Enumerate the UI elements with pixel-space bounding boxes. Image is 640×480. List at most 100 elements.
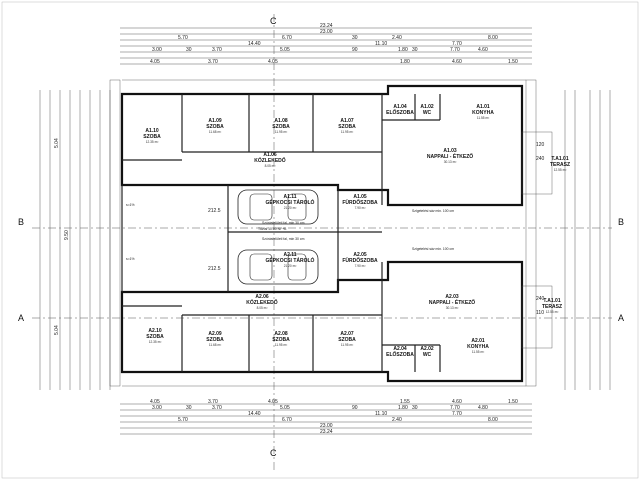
dim-bottom: 4.05 <box>150 399 160 405</box>
dim-bottom: 3.70 <box>208 399 218 405</box>
dim-top: 1.80 <box>398 47 408 53</box>
dim-bottom: 11.10 <box>375 411 387 417</box>
garage-depth-upper: 212.5 <box>208 208 221 214</box>
svg-text:21.20 m²: 21.20 m² <box>284 206 297 210</box>
svg-text:SZOBA: SZOBA <box>272 337 290 343</box>
svg-text:12.55 m²: 12.55 m² <box>554 168 567 172</box>
top-dimension-chains: 23.24 23.00 5.70 6.70 30 2.40 8.00 14.40… <box>120 23 532 65</box>
room-a1-05: A1.05 FÜRDŐSZOBA 7.90 m² <box>342 194 378 210</box>
section-c-bottom-label: C <box>270 448 277 458</box>
outer-strips <box>109 79 537 387</box>
section-a-left-label: A <box>18 313 24 323</box>
dim-top: 6.70 <box>282 35 292 41</box>
svg-text:A1.04: A1.04 <box>393 104 407 110</box>
svg-text:11.95 m²: 11.95 m² <box>275 343 287 347</box>
svg-text:7.90 m²: 7.90 m² <box>355 264 366 268</box>
facade-note-upper: Szigetelési sáv min. 100 cm <box>412 209 454 213</box>
terrace-upper-label: T.A1.01 TERASZ 12.55 m² <box>550 156 570 172</box>
dim-bottom: 30 <box>186 405 192 411</box>
room-a2-08: A2.08 SZOBA 11.95 m² <box>272 331 290 347</box>
dim-top: 30 <box>412 47 418 53</box>
room-a1-07: A1.07 SZOBA 11.95 m² <box>338 118 356 134</box>
dim-bottom: 14.40 <box>248 411 261 417</box>
firewall-note: Tűzfal 10.00 NF+B <box>258 227 287 231</box>
dim-top-overall: 23.00 <box>320 29 333 35</box>
svg-text:GÉPKOCSI TÁROLÓ: GÉPKOCSI TÁROLÓ <box>266 256 315 264</box>
svg-text:A2.06: A2.06 <box>255 294 269 300</box>
svg-text:120: 120 <box>536 142 545 148</box>
dim-bottom: 2.40 <box>392 417 402 423</box>
dim-bottom: 8.00 <box>488 417 498 423</box>
room-a1-11: A1.11 GÉPKOCSI TÁROLÓ 21.20 m² <box>266 194 315 210</box>
svg-text:11.95 m²: 11.95 m² <box>341 130 353 134</box>
svg-text:TERASZ: TERASZ <box>542 304 562 310</box>
room-a2-04: A2.04 ELŐSZOBA <box>386 346 414 358</box>
svg-text:7.90 m²: 7.90 m² <box>355 206 366 210</box>
room-a2-01: A2.01 KONYHA 11.55 m² <box>467 338 489 354</box>
terrace-upper-outline <box>521 131 553 195</box>
section-b-right-label: B <box>618 217 624 227</box>
building-walls <box>120 84 553 383</box>
dim-top: 5.05 <box>280 47 290 53</box>
section-a-right-label: A <box>618 313 624 323</box>
slope-note-lower: s=1% <box>126 257 135 261</box>
svg-text:A1.10: A1.10 <box>145 128 159 134</box>
facade-note-lower: Szigetelési sáv min. 100 cm <box>412 247 454 251</box>
room-a1-08: A1.08 SZOBA 11.95 m² <box>272 118 290 134</box>
svg-text:WC: WC <box>423 352 432 358</box>
dim-top: 5.70 <box>178 35 188 41</box>
room-a1-01: A1.01 KONYHA 11.55 m² <box>472 104 494 120</box>
dim-top: 14.40 <box>248 41 261 47</box>
svg-text:11.68 m²: 11.68 m² <box>209 130 221 134</box>
svg-text:SZOBA: SZOBA <box>143 134 161 140</box>
svg-text:A2.02: A2.02 <box>420 346 434 352</box>
dim-bottom: 1.50 <box>508 399 518 405</box>
svg-text:30.13 m²: 30.13 m² <box>444 160 457 164</box>
dim-bottom: 1.55 <box>400 399 410 405</box>
svg-text:NAPPALI - ÉTKEZŐ: NAPPALI - ÉTKEZŐ <box>427 152 473 160</box>
dim-bottom: 3.70 <box>212 405 222 411</box>
room-a2-07: A2.07 SZOBA 11.95 m² <box>338 331 356 347</box>
room-a1-02: A1.02 WC <box>420 104 434 116</box>
svg-text:SZOBA: SZOBA <box>206 337 224 343</box>
svg-text:11.95 m²: 11.95 m² <box>275 130 287 134</box>
dim-left: 5.04 <box>54 325 60 335</box>
dim-top-total: 23.24 <box>320 23 333 29</box>
room-a2-09: A2.09 SZOBA 11.68 m² <box>206 331 224 347</box>
svg-text:11.55 m²: 11.55 m² <box>477 116 489 120</box>
svg-text:KONYHA: KONYHA <box>472 110 494 116</box>
dim-bottom: 30 <box>412 405 418 411</box>
room-a1-06: A1.06 KÖZLEKEDŐ 8.05 m² <box>254 152 286 168</box>
svg-text:A2.11: A2.11 <box>283 252 296 258</box>
svg-text:FÜRDŐSZOBA: FÜRDŐSZOBA <box>342 199 378 206</box>
svg-text:240: 240 <box>536 296 545 302</box>
dim-bottom-overall: 23.00 <box>320 423 333 429</box>
section-b-left-label: B <box>18 217 24 227</box>
svg-text:A1.06: A1.06 <box>263 152 277 158</box>
svg-text:FÜRDŐSZOBA: FÜRDŐSZOBA <box>342 257 378 264</box>
svg-text:12.35 m²: 12.35 m² <box>149 340 162 344</box>
svg-text:NAPPALI - ÉTKEZŐ: NAPPALI - ÉTKEZŐ <box>429 298 475 306</box>
svg-text:A1.08: A1.08 <box>274 118 288 124</box>
room-a1-09: A1.09 SZOBA 11.68 m² <box>206 118 224 134</box>
dim-top: 1.50 <box>508 59 518 65</box>
dim-top: 3.70 <box>208 59 218 65</box>
dim-bottom: 7.70 <box>450 405 460 411</box>
dim-bottom: 7.70 <box>452 411 462 417</box>
dim-top: 4.60 <box>478 47 488 53</box>
svg-text:KÖZLEKEDŐ: KÖZLEKEDŐ <box>246 299 278 306</box>
dim-top: 11.10 <box>375 41 387 47</box>
dim-bottom: 4.80 <box>478 405 488 411</box>
svg-text:A2.05: A2.05 <box>353 252 367 258</box>
bottom-dimension-chains: 4.05 3.70 4.05 1.55 4.60 1.50 3.00 30 3.… <box>120 399 532 435</box>
svg-text:SZOBA: SZOBA <box>338 124 356 130</box>
dim-bottom: 4.05 <box>268 399 278 405</box>
separation-note-2: Szórásfelületi fal, min 30 cm <box>262 237 305 241</box>
svg-text:WC: WC <box>423 110 432 116</box>
dim-bottom: 6.70 <box>282 417 292 423</box>
dim-top: 7.70 <box>452 41 462 47</box>
svg-text:ELŐSZOBA: ELŐSZOBA <box>386 351 414 358</box>
svg-text:TERASZ: TERASZ <box>550 162 570 168</box>
svg-text:240: 240 <box>536 156 545 162</box>
